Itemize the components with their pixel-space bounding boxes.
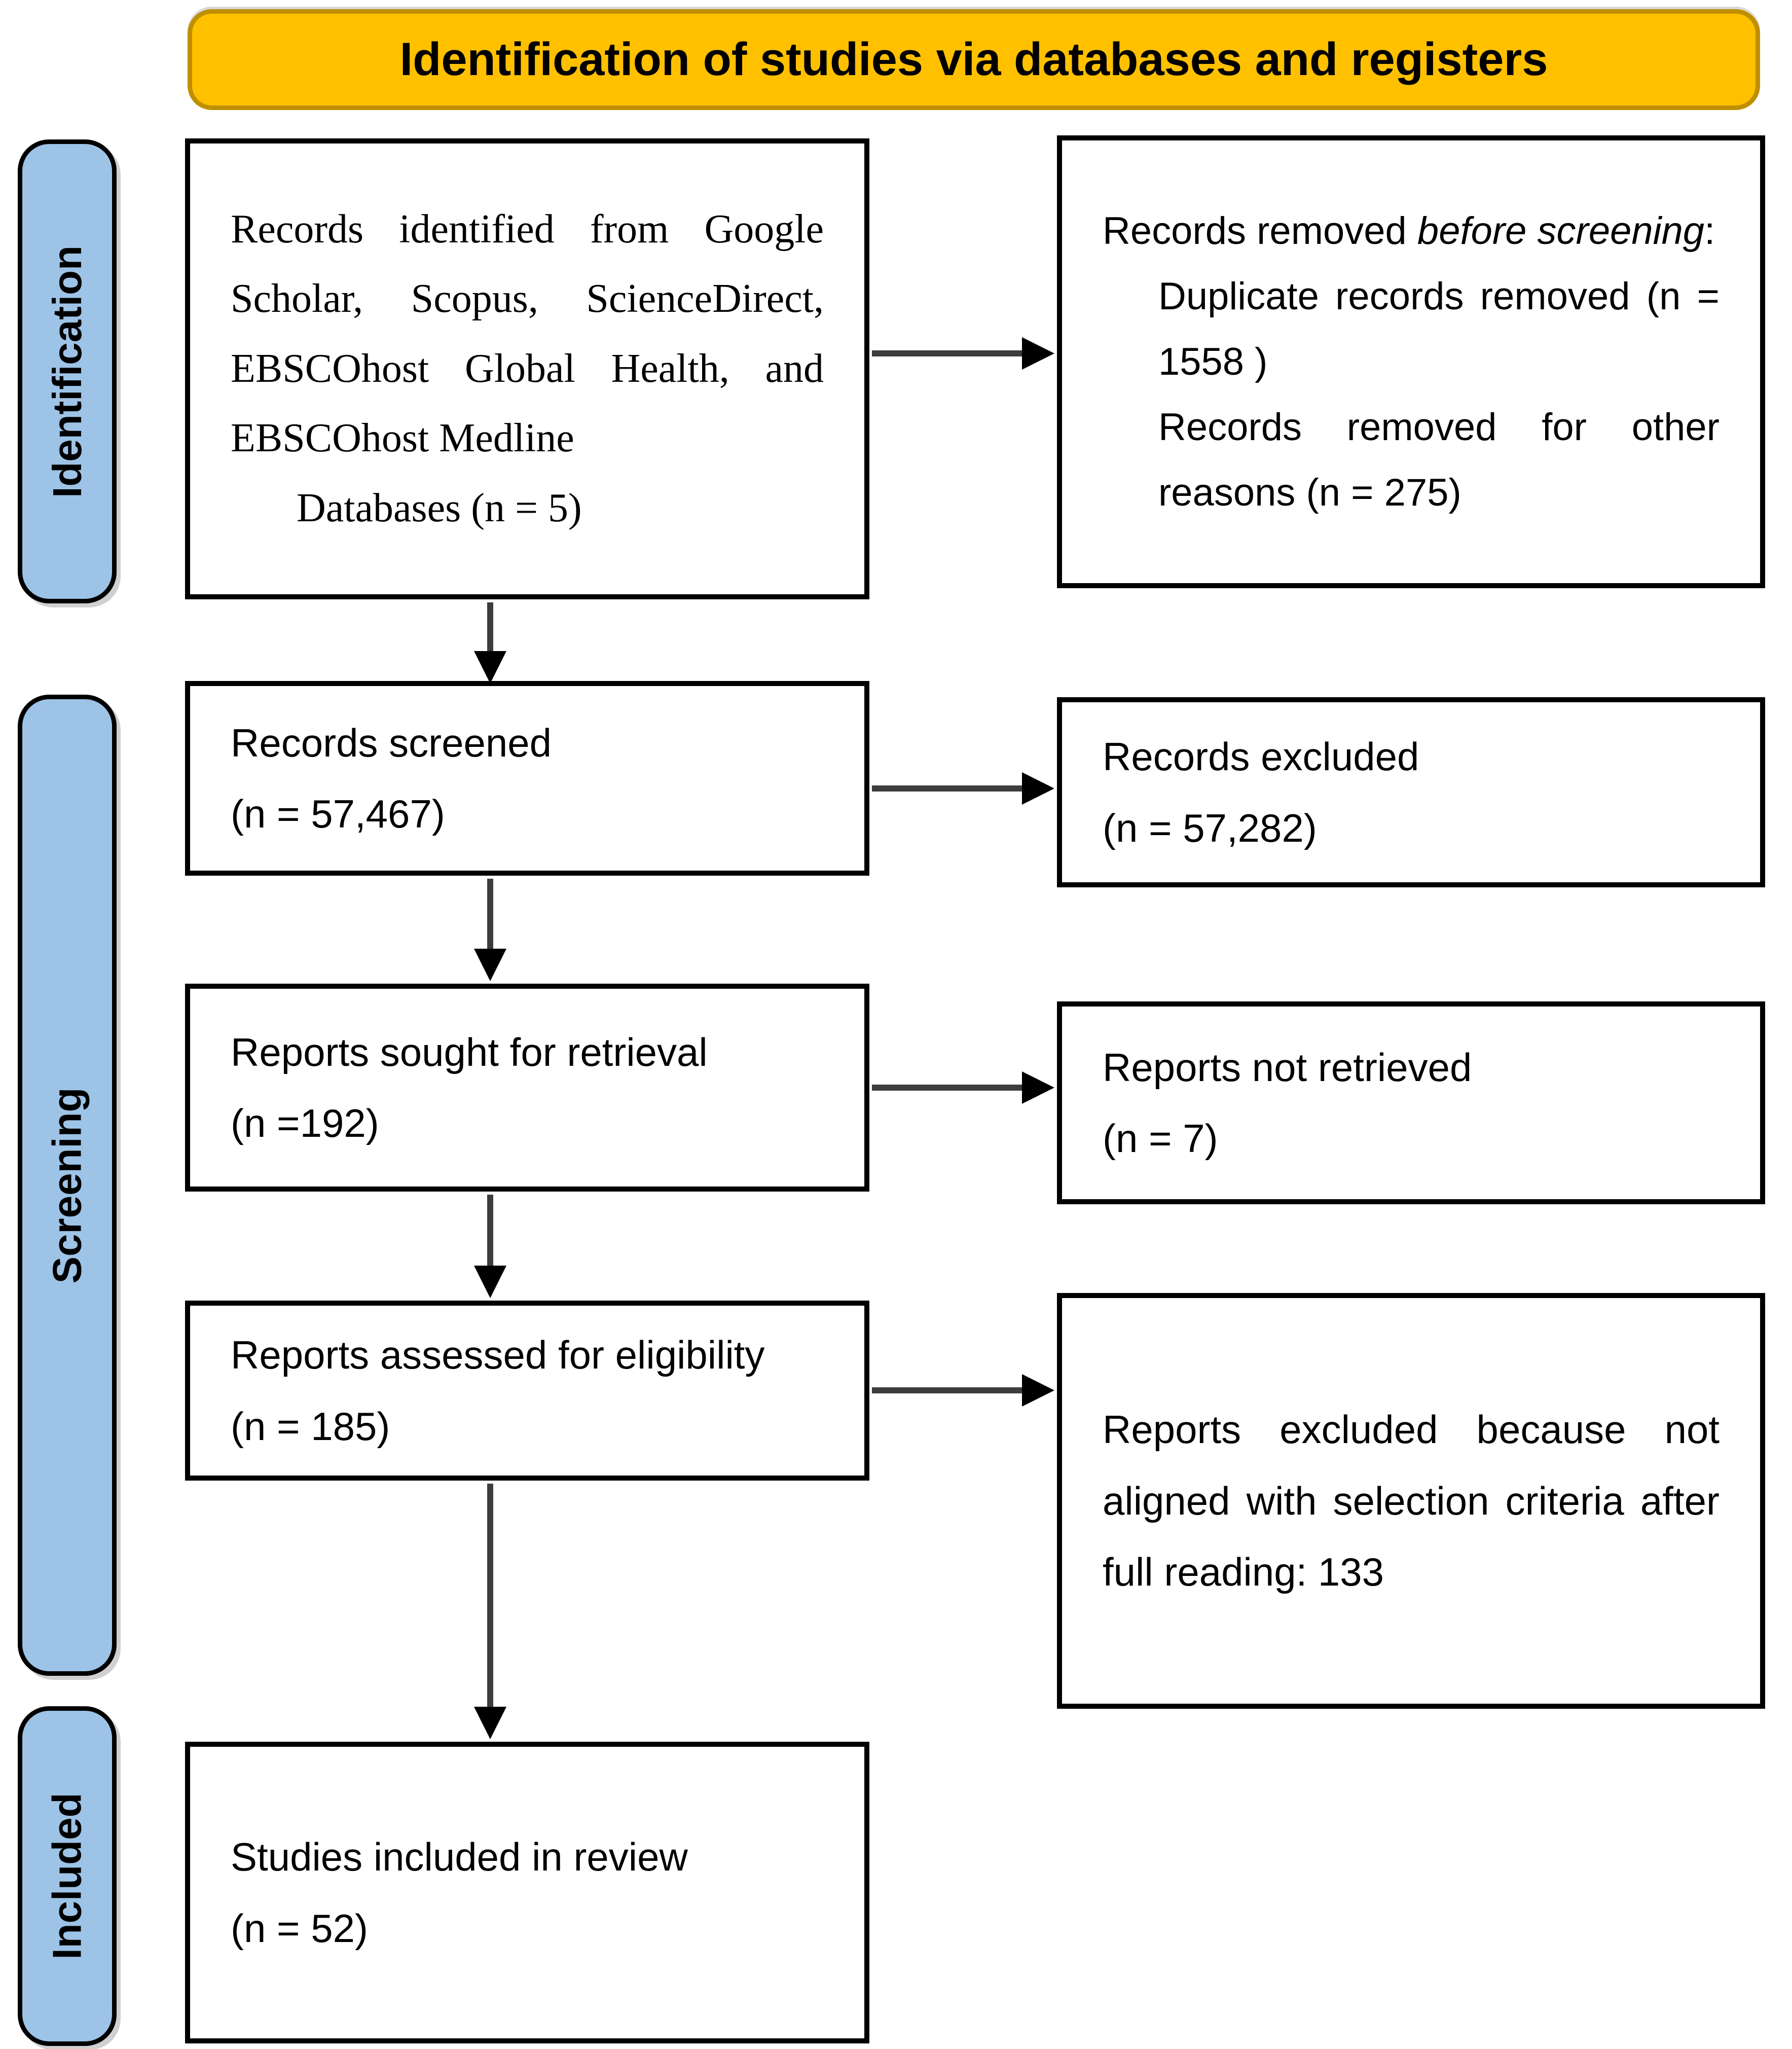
arrow-shaft (487, 602, 493, 654)
stage-label-identification: Identification (44, 245, 90, 498)
records-identified-count: Databases (n = 5) (297, 485, 582, 530)
arrow-assessed-to-included (474, 1484, 506, 1739)
arrowhead-down-icon (474, 949, 506, 981)
reports-sought-count: (n =192) (231, 1101, 379, 1145)
stage-label-included: Included (44, 1792, 90, 1960)
box-records-removed: Records removed before screening: Duplic… (1057, 135, 1765, 588)
box-studies-included: Studies included in review (n = 52) (185, 1742, 869, 2043)
stage-included: Included (18, 1706, 117, 2046)
records-removed-item-duplicates: Duplicate records removed (n = 1558 ) (1158, 274, 1720, 383)
title-text: Identification of studies via databases … (399, 33, 1548, 85)
arrow-shaft (487, 1195, 493, 1269)
arrow-shaft (872, 785, 1025, 792)
reports-assessed-label: Reports assessed for eligibility (231, 1333, 765, 1378)
arrowhead-down-icon (474, 1266, 506, 1298)
records-removed-item-other: Records removed for other reasons (n = 2… (1158, 406, 1720, 515)
arrow-shaft (872, 1085, 1025, 1091)
arrow-sought-to-assessed (474, 1195, 506, 1298)
records-removed-suffix: : (1704, 209, 1715, 253)
arrow-shaft (487, 879, 493, 952)
reports-sought-label: Reports sought for retrieval (231, 1029, 708, 1074)
box-records-screened: Records screened (n = 57,467) (185, 681, 869, 876)
box-reports-assessed: Reports assessed for eligibility (n = 18… (185, 1301, 869, 1481)
records-removed-italic: before screening (1417, 209, 1705, 253)
arrow-identified-to-removed (872, 337, 1054, 370)
box-records-identified: Records identified from Google Scholar, … (185, 138, 869, 599)
arrow-shaft (872, 350, 1025, 356)
studies-included-label: Studies included in review (231, 1835, 688, 1880)
records-identified-text: Records identified from Google Scholar, … (231, 206, 824, 461)
reports-assessed-count: (n = 185) (231, 1404, 390, 1449)
arrow-shaft (872, 1387, 1025, 1393)
stage-label-screening: Screening (44, 1087, 90, 1283)
records-removed-heading: Records removed before screening: (1103, 198, 1720, 264)
arrowhead-right-icon (1022, 1071, 1054, 1104)
reports-excluded-text: Reports excluded because not aligned wit… (1103, 1407, 1720, 1595)
box-records-excluded: Records excluded (n = 57,282) (1057, 697, 1765, 887)
arrow-identified-to-screened (474, 602, 506, 684)
stage-screening: Screening (18, 695, 117, 1676)
arrowhead-right-icon (1022, 1374, 1054, 1407)
arrow-sought-to-not-retrieved (872, 1071, 1054, 1104)
records-removed-prefix: Records removed (1103, 209, 1417, 253)
records-excluded-label: Records excluded (1103, 734, 1419, 779)
arrowhead-down-icon (474, 651, 506, 684)
box-reports-not-retrieved: Reports not retrieved (n = 7) (1057, 1001, 1765, 1204)
arrowhead-right-icon (1022, 337, 1054, 370)
arrow-assessed-to-reports-excluded (872, 1374, 1054, 1407)
reports-not-retrieved-label: Reports not retrieved (1103, 1045, 1472, 1090)
records-screened-label: Records screened (231, 720, 552, 765)
arrow-screened-to-sought (474, 879, 506, 981)
box-reports-sought: Reports sought for retrieval (n =192) (185, 984, 869, 1192)
reports-not-retrieved-count: (n = 7) (1103, 1116, 1218, 1161)
records-screened-count: (n = 57,467) (231, 792, 445, 836)
stage-identification: Identification (18, 139, 117, 603)
studies-included-count: (n = 52) (231, 1906, 368, 1951)
arrowhead-right-icon (1022, 772, 1054, 805)
arrow-shaft (487, 1484, 493, 1710)
arrow-screened-to-excluded (872, 772, 1054, 805)
arrowhead-down-icon (474, 1707, 506, 1739)
title-banner: Identification of studies via databases … (188, 9, 1760, 110)
box-reports-excluded: Reports excluded because not aligned wit… (1057, 1293, 1765, 1709)
records-excluded-count: (n = 57,282) (1103, 805, 1317, 850)
